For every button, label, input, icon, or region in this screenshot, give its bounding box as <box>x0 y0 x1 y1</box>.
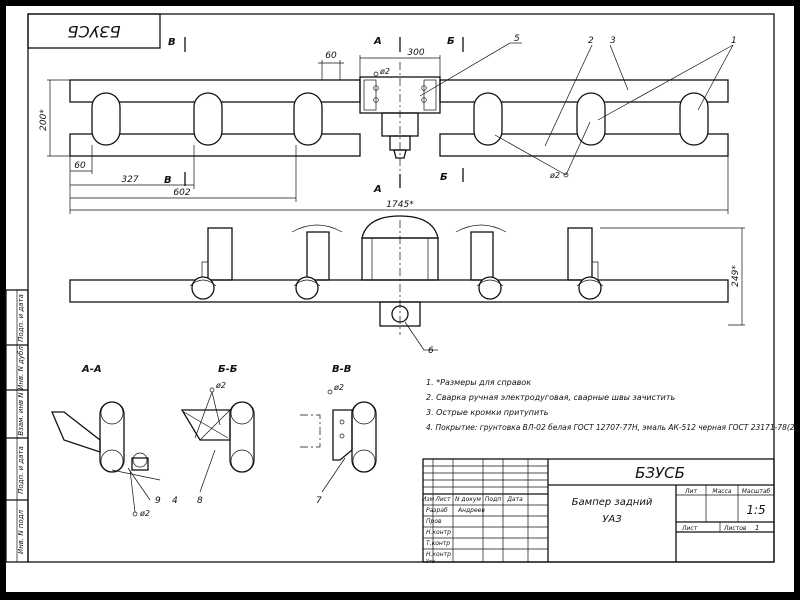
tb-scale-label: Масштаб <box>742 488 771 495</box>
tb-col-izm: Изм <box>422 496 435 503</box>
section-mark-v-bottom: В <box>164 175 172 186</box>
drawing-frame <box>27 13 775 563</box>
callout-9: 9 <box>155 496 161 506</box>
tb-sheet-label: Лист <box>681 525 698 532</box>
tb-part-name-1: Бампер задний <box>572 497 653 508</box>
tb-scale-value: 1:5 <box>746 503 765 517</box>
side-label-2: Инв. N дубл <box>17 346 25 390</box>
tb-sheets-count: 1 <box>755 524 759 532</box>
roughness-v-v: ø2 <box>333 383 344 392</box>
top-code-label: БЗУСБ <box>67 22 120 41</box>
tb-part-name-2: УАЗ <box>602 514 622 525</box>
dim-200: 200* <box>39 109 49 131</box>
top-view <box>69 62 729 175</box>
top-dimensions: 60 300 200* 60 327 602 1745* <box>39 48 729 214</box>
callout-8: 8 <box>197 496 203 506</box>
dim-1745: 1745* <box>386 200 414 210</box>
section-title-v-v: В-В <box>332 364 351 375</box>
side-strip: Подп. и дата Инв. N дубл Взам. инв N Под… <box>5 289 29 563</box>
dim-327: 327 <box>121 175 138 185</box>
note-4: 4. Покрытие: грунтовка ВЛ-02 белая ГОСТ … <box>426 423 798 432</box>
callout-6: 6 <box>428 346 434 356</box>
section-marks: В В А А Б Б <box>164 36 464 195</box>
section-a-a: А-А 9 4 ø2 <box>51 364 178 518</box>
note-3: 3. Острые кромки притупить <box>426 408 549 417</box>
note-2: 2. Сварка ручная электродуговая, сварные… <box>426 393 676 402</box>
side-label-5: Инв. N подл <box>17 509 25 554</box>
tb-row-utv: Утв <box>426 559 435 565</box>
section-mark-b-top: Б <box>447 36 455 47</box>
callout-2: 2 <box>588 36 594 46</box>
side-label-4: Подп. и дата <box>17 446 25 494</box>
tb-row-tkontr: Т.контр <box>426 540 450 547</box>
dim-249: 249* <box>731 265 741 287</box>
dim-60-top: 60 <box>325 51 337 61</box>
callout-5: 5 <box>514 34 520 44</box>
section-mark-a-bottom: А <box>373 184 382 195</box>
top-callouts: 5 2 3 1 ø2 ø2 <box>373 34 737 180</box>
top-code-box: БЗУСБ <box>27 13 161 49</box>
paper <box>6 6 794 592</box>
section-v-v: В-В ø2 7 <box>300 364 377 506</box>
section-b-b: Б-Б ø2 8 <box>180 364 255 506</box>
tb-col-list: Лист <box>434 496 451 503</box>
front-dimensions: 249* 6 <box>404 227 745 356</box>
tb-row-razrab: Разраб <box>426 507 448 514</box>
technical-notes: 1. *Размеры для справок 2. Сварка ручная… <box>426 378 798 432</box>
tb-col-date: Дата <box>506 496 523 503</box>
callout-1: 1 <box>731 36 737 46</box>
tb-mass-label: Масса <box>712 488 731 495</box>
note-1: 1. *Размеры для справок <box>426 378 531 387</box>
title-block: Изм Лист N докум Подп Дата Разраб Андрее… <box>422 458 775 565</box>
tb-row-nkontr2: Н.контр <box>426 551 451 558</box>
callout-7: 7 <box>316 496 322 506</box>
callout-3: 3 <box>610 36 616 46</box>
tb-col-sign: Подп <box>485 496 501 503</box>
front-view <box>69 215 729 335</box>
roughness-top-right: ø2 <box>549 171 560 180</box>
side-label-1: Подп. и дата <box>17 294 25 342</box>
section-title-b-b: Б-Б <box>218 364 238 375</box>
roughness-b-b: ø2 <box>215 381 226 390</box>
section-mark-a-top: А <box>373 36 382 47</box>
tb-lit-label: Лит <box>684 488 697 495</box>
tb-developer: Андреев <box>457 507 485 514</box>
dim-602: 602 <box>173 188 190 198</box>
section-mark-b-bottom: Б <box>440 172 448 183</box>
dim-300: 300 <box>407 48 424 58</box>
section-mark-v-top: В <box>168 37 176 48</box>
tb-drawing-code: БЗУСБ <box>635 464 685 482</box>
tb-col-doc: N докум <box>455 496 481 503</box>
roughness-a-a: ø2 <box>139 509 150 518</box>
section-title-a-a: А-А <box>81 364 102 375</box>
dim-60-left: 60 <box>74 161 86 171</box>
tb-row-nkontr: Н.контр <box>426 529 451 536</box>
tb-sheets-label: Листов <box>723 525 747 532</box>
callout-4: 4 <box>172 496 178 506</box>
side-label-3: Взам. инв N <box>17 392 25 436</box>
roughness-top-center: ø2 <box>379 67 390 76</box>
tb-row-prov: Пров <box>426 518 442 525</box>
